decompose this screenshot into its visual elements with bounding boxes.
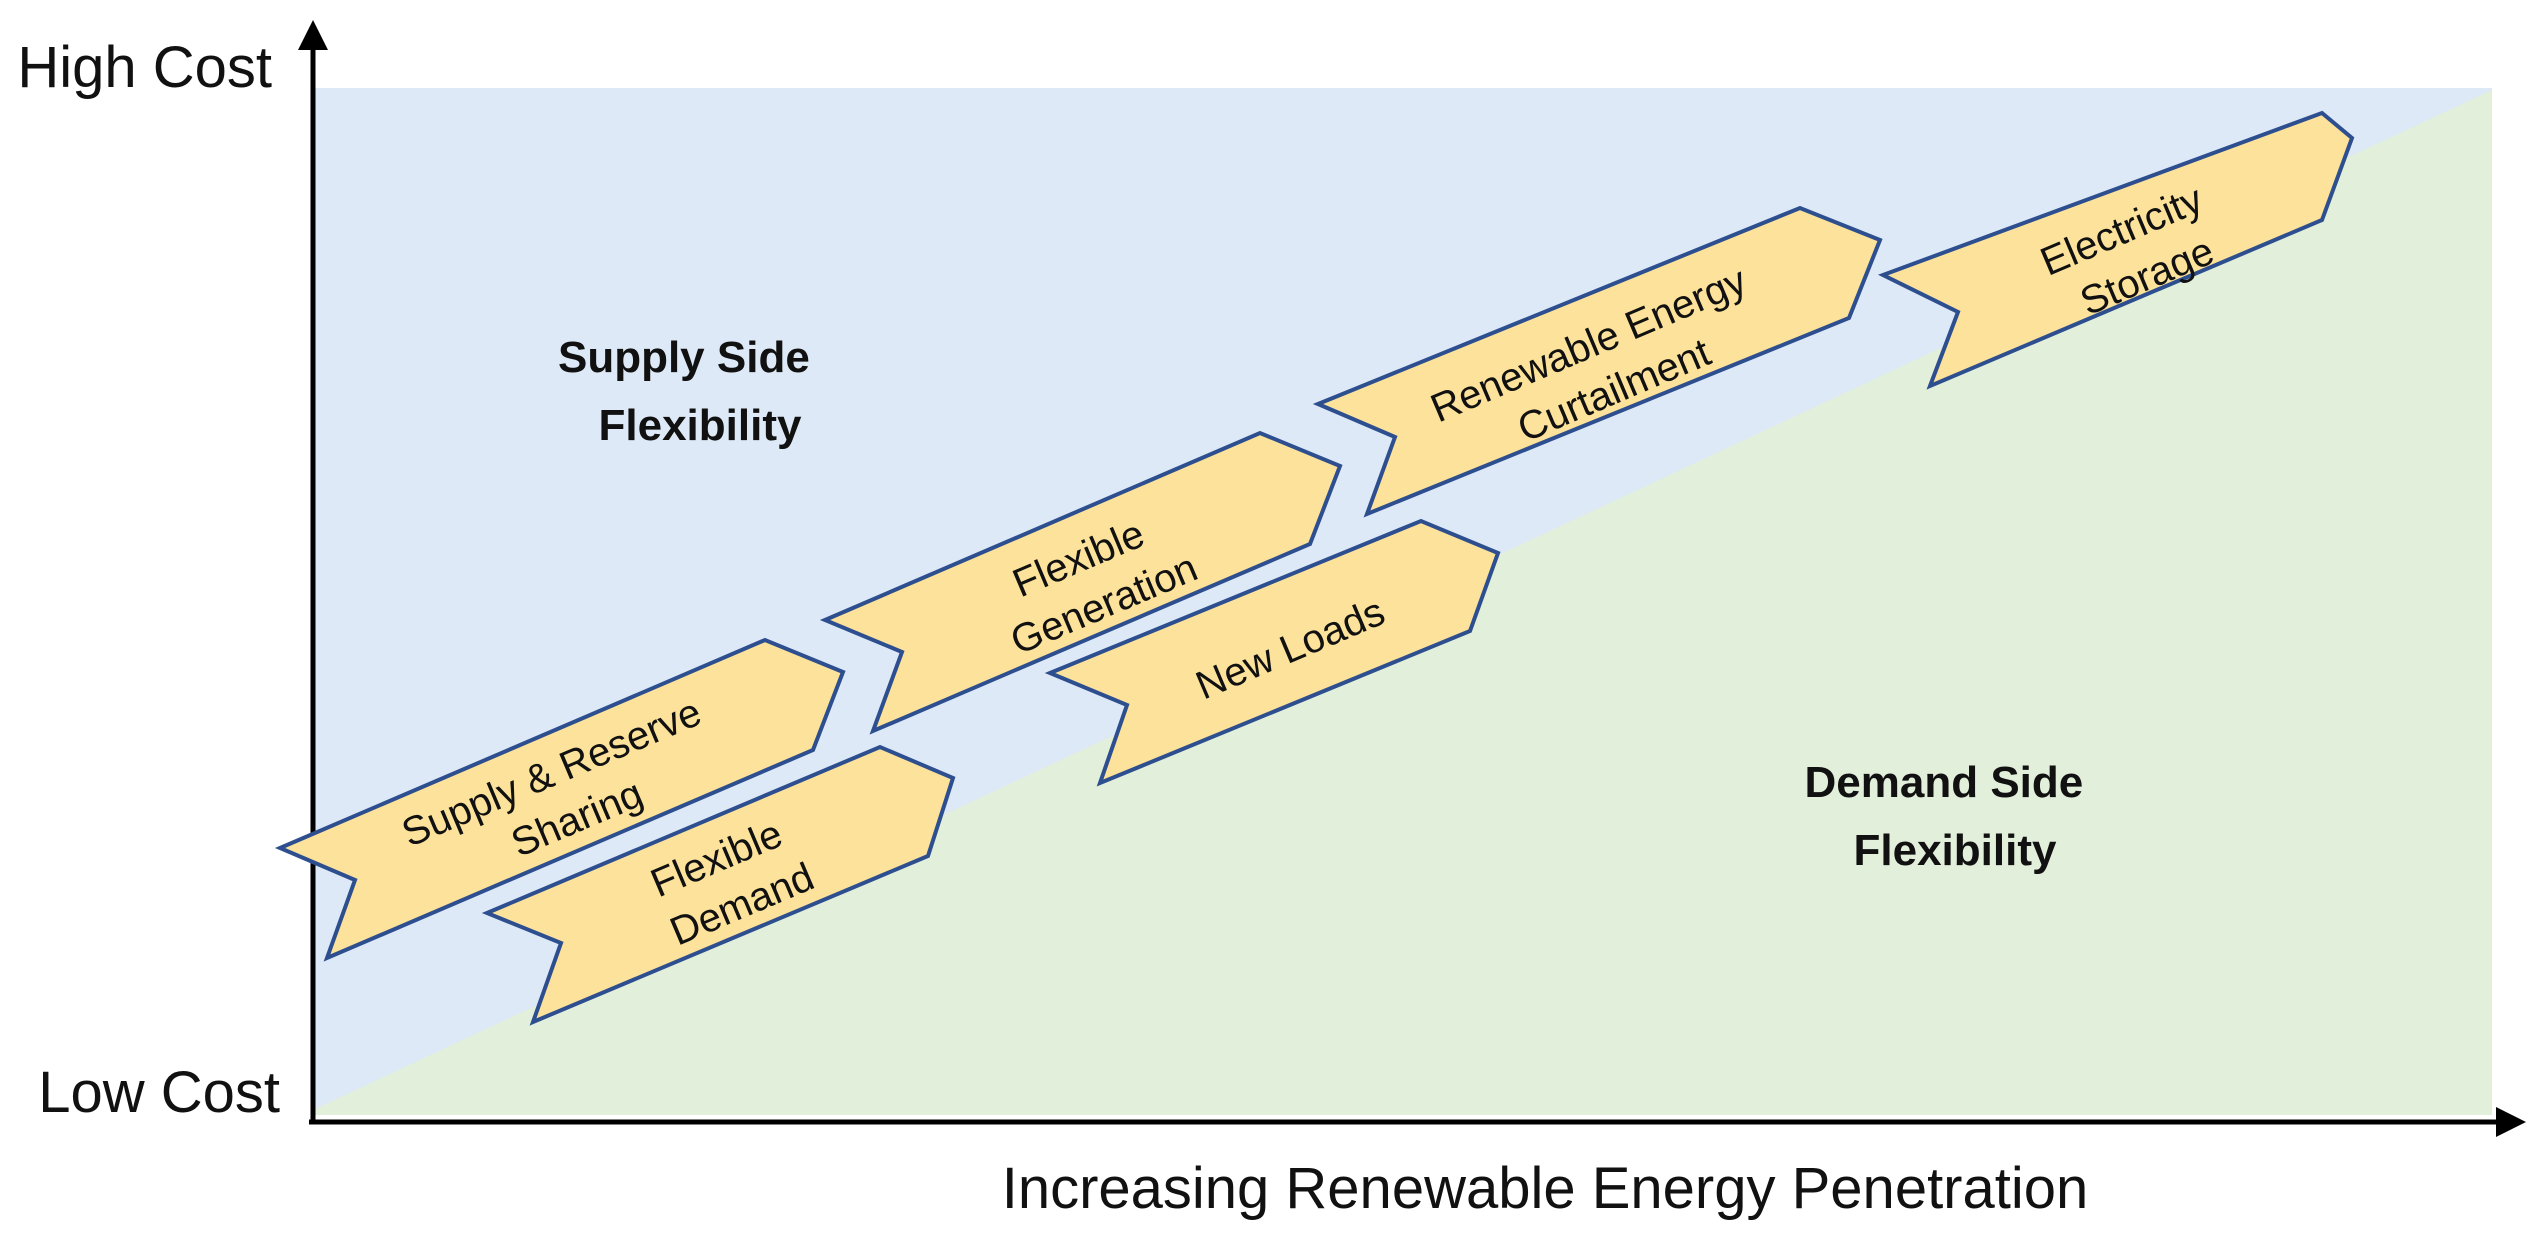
x-axis-label: Increasing Renewable Energy Penetration xyxy=(1002,1156,2089,1221)
chevron-flexible-demand: Flexible Demand xyxy=(481,744,956,1026)
y-axis-high-label: High Cost xyxy=(17,35,272,100)
supply-side-label: Supply Side Flexibility xyxy=(558,333,822,450)
y-axis-low-label: Low Cost xyxy=(38,1060,280,1125)
demand-side-label: Demand Side Flexibility xyxy=(1805,758,2096,875)
